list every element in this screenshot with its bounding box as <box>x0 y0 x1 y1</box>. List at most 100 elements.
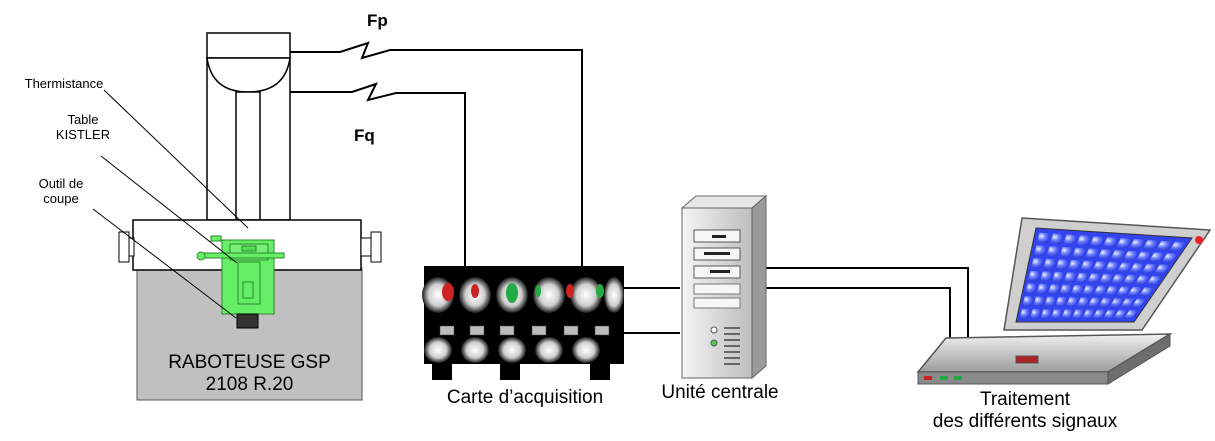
screen-tile <box>1037 232 1050 243</box>
screen-tile <box>1052 271 1065 282</box>
screen-tile <box>1103 309 1117 319</box>
label-carte: Carte d’acquisition <box>446 387 604 408</box>
screen-tile <box>1097 249 1112 259</box>
screen-tile <box>1120 298 1135 308</box>
screen-tile <box>1080 260 1094 271</box>
screen-tile <box>1050 233 1064 244</box>
label-table-line2: KISTLER <box>55 126 111 142</box>
screen-tile <box>1040 271 1052 282</box>
screen-tile <box>1043 258 1056 269</box>
screen-tile <box>1092 261 1107 271</box>
screen-tile <box>1061 309 1074 319</box>
label-table-line1: Table <box>67 112 99 127</box>
screen-tile <box>1055 296 1067 307</box>
screen-tile <box>1076 235 1091 246</box>
screen-tile <box>1109 298 1124 308</box>
label-machine-line2: 2108 R.20 <box>205 373 294 395</box>
pointer-thermistance <box>103 89 249 229</box>
label-fp: Fp <box>367 11 388 30</box>
screen-tile <box>1156 240 1172 250</box>
screen-tile <box>1082 285 1096 295</box>
screen-tile <box>1103 237 1118 247</box>
laptop-power-led <box>1195 236 1203 244</box>
screen-tile <box>1036 283 1049 294</box>
clamp-left <box>118 231 130 263</box>
label-outil-line1: Outil de <box>38 176 84 191</box>
screen-tile <box>1161 253 1178 263</box>
wire-fp <box>290 41 583 268</box>
screen-tile <box>1033 296 1045 306</box>
screen-tile <box>1028 270 1040 281</box>
wire-unite-laptop-1 <box>762 267 969 340</box>
screen-tile <box>1063 272 1077 282</box>
screen-tile <box>1116 238 1132 248</box>
screen-tile <box>1142 239 1159 250</box>
label-thermistance: Thermistance <box>24 76 104 91</box>
planing-machine <box>92 32 382 401</box>
acquisition-card <box>422 266 624 380</box>
pointer-table <box>100 155 238 264</box>
screen-tile <box>1122 274 1138 284</box>
screen-tile <box>1087 273 1101 283</box>
card-connectors <box>439 325 610 336</box>
wire-fq <box>290 82 466 268</box>
label-unite: Unité centrale <box>661 382 779 403</box>
clamp-left-stem <box>128 237 135 257</box>
screen-tile <box>1050 309 1063 319</box>
screen-tile <box>1063 234 1077 245</box>
screen-tile <box>1104 286 1119 296</box>
screen-tile <box>1066 297 1079 307</box>
screen-tile <box>1169 241 1186 251</box>
pointer-outil <box>92 208 237 319</box>
label-outil: Outil de coupe <box>22 176 100 207</box>
kistler-sensor <box>196 235 285 315</box>
screen-tile <box>1090 236 1104 247</box>
screen-tile <box>1111 274 1125 284</box>
screen-tile <box>1146 275 1162 285</box>
wire-unite-laptop-2 <box>764 287 951 340</box>
screen-tile <box>1075 272 1089 283</box>
screen-tile <box>1092 309 1106 319</box>
screen-tile <box>1123 310 1138 319</box>
screen-tile <box>1048 284 1060 294</box>
label-machine: RABOTEUSE GSP 2108 R.20 <box>137 352 362 396</box>
screen-tile <box>1113 309 1127 319</box>
clamp-right-stem <box>360 237 372 257</box>
label-table: Table KISTLER <box>46 112 120 143</box>
screen-tile <box>1105 261 1119 272</box>
screen-tile <box>1127 286 1142 296</box>
central-unit <box>680 194 768 380</box>
clamp-right <box>370 231 382 263</box>
screen-tile <box>1034 245 1047 256</box>
machine-ram <box>235 91 261 221</box>
machine-head <box>206 32 291 59</box>
screen-tile <box>1134 275 1150 285</box>
screen-tile <box>1031 258 1044 269</box>
screen-tile <box>1129 238 1145 249</box>
label-machine-line1: RABOTEUSE GSP <box>168 352 331 373</box>
screen-tile <box>1085 248 1099 259</box>
screen-tile <box>1059 284 1072 295</box>
screen-tile <box>1022 296 1034 306</box>
screen-tile <box>1141 263 1157 273</box>
screen-tile <box>1116 286 1131 296</box>
screen-tile <box>1076 297 1090 307</box>
screen-tile <box>1055 259 1069 270</box>
screen-tile <box>1093 285 1107 295</box>
screen-tile <box>1068 259 1081 270</box>
screen-tile <box>1129 263 1145 273</box>
label-fq: Fq <box>354 126 375 145</box>
screen-tile <box>1040 309 1052 319</box>
laptop <box>916 217 1212 385</box>
screen-tile <box>1117 262 1132 272</box>
screen-tile <box>1099 273 1113 284</box>
screen-tile <box>1059 246 1073 257</box>
label-outil-line2: coupe <box>43 190 79 206</box>
screen-tile <box>1044 296 1056 307</box>
cutting-tool <box>236 313 259 329</box>
signal-wires <box>290 41 969 340</box>
screen-tile <box>1139 287 1154 296</box>
screen-tile <box>1070 284 1084 295</box>
